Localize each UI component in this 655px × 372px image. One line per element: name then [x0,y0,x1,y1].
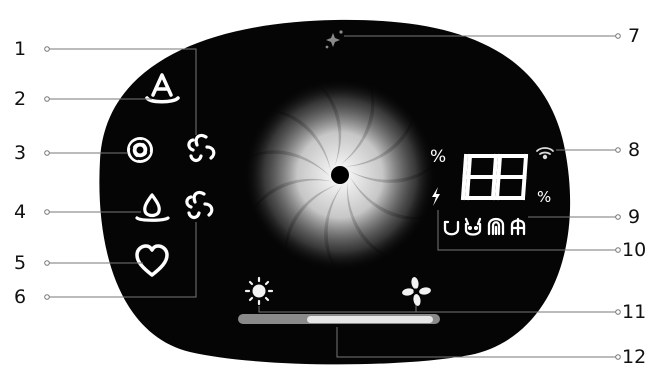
swirl-turbo-icon[interactable] [127,137,153,163]
sun-icon[interactable] [246,278,272,304]
segment-e [467,177,469,198]
callout-1: 1 [14,40,26,59]
segment-f [499,156,501,177]
slider-thumb[interactable] [307,316,433,323]
callout-11: 11 [622,303,646,322]
callout-2: 2 [14,90,26,109]
segment-b [465,156,467,177]
callout-8: 8 [628,141,640,160]
callout-5: 5 [14,254,26,273]
segment-b [495,156,497,177]
segment-b [525,156,527,177]
callout-6: 6 [14,288,26,307]
callout-12: 12 [622,348,646,367]
segment-c [523,177,525,198]
display-percent-right: % [537,188,551,206]
callout-4: 4 [14,203,26,222]
display-percent-left: % [430,147,446,167]
callout-3: 3 [14,144,26,163]
segment-f [469,156,471,177]
fan-hub [331,166,349,184]
segment-c [493,177,495,198]
callout-9: 9 [628,208,640,227]
callout-10: 10 [622,241,646,260]
segment-e [497,177,499,198]
segment-c [463,177,465,198]
callout-7: 7 [628,27,640,46]
